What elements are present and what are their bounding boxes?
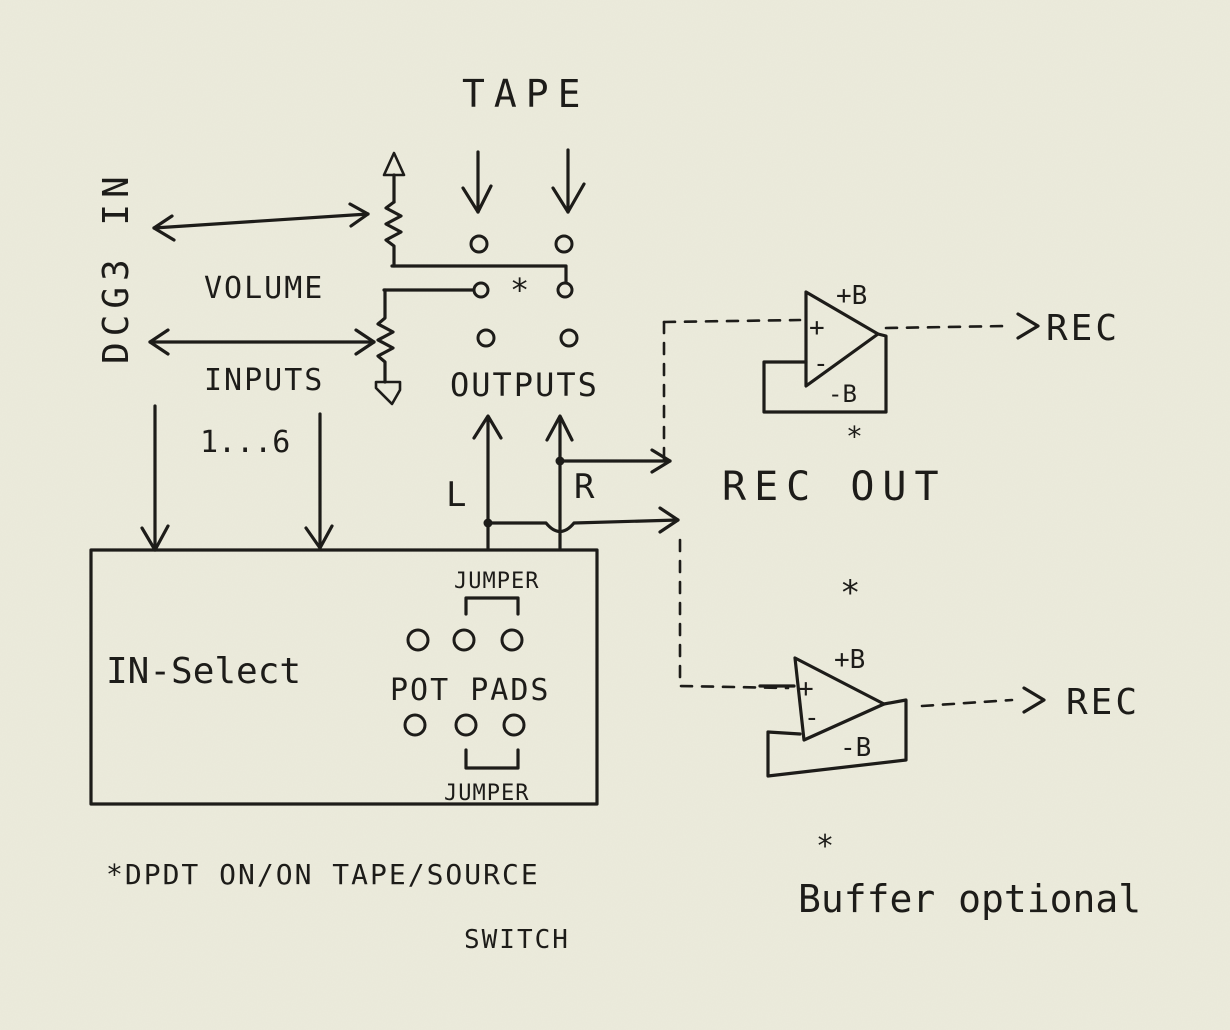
- outputs-label: OUTPUTS: [450, 366, 599, 404]
- pot-pad-top-3: [500, 628, 524, 652]
- note-switch-line1: *DPDT ON/ON TAPE/SOURCE: [106, 858, 540, 891]
- pot-pad-bottom-3: [502, 713, 526, 737]
- pot-pad-bottom-2: [454, 713, 478, 737]
- note-buffer-marker: *: [816, 829, 834, 864]
- buffer-bottom: + - +B -B: [766, 645, 908, 778]
- left-channel-label: L: [446, 475, 466, 515]
- pot-pads-label: POT PADS: [390, 673, 551, 708]
- dashed-feed-top: [662, 318, 802, 324]
- output-arrow-right: [545, 414, 574, 550]
- note-switch-line2: SWITCH: [464, 925, 570, 955]
- jumper-bottom-bracket: [464, 748, 520, 770]
- in-select-box: [89, 548, 599, 806]
- op-amp-bottom-minus-supply: -B: [840, 733, 871, 763]
- op-amp-bottom-minus: -: [804, 703, 820, 733]
- dcg3-in-label: DCG3 IN: [96, 170, 137, 364]
- output-jack-left: [476, 328, 496, 348]
- op-amp-top-plus-supply: +B: [836, 281, 867, 311]
- dashed-rec-out-bottom: [920, 698, 1014, 708]
- supply-triangle-up-icon: [382, 151, 406, 177]
- output-jack-right: [559, 328, 579, 348]
- tape-arrow-left: [461, 150, 493, 214]
- tape-jack-left: [469, 234, 489, 254]
- rec-out-label: REC OUT: [722, 464, 947, 510]
- jumper-top-bracket: [464, 596, 520, 616]
- in-select-label: IN-Select: [106, 651, 301, 692]
- rec-out-right-arrowhead: [650, 448, 672, 474]
- right-channel-label: R: [574, 467, 595, 507]
- tape-jack-right: [554, 234, 574, 254]
- pot-pad-top-2: [452, 628, 476, 652]
- tape-arrow-right: [551, 148, 586, 214]
- rec-top-label: REC: [1046, 308, 1120, 349]
- pot-pad-bottom-1: [403, 713, 427, 737]
- dashed-rec-out-top: [884, 324, 1008, 330]
- rec-top-arrowhead: [1016, 312, 1040, 340]
- op-amp-top-minus-supply: -B: [828, 380, 857, 408]
- dcg3-to-lower-pot-arrow: [148, 328, 376, 356]
- inputs-range-label: 1...6: [200, 425, 290, 460]
- tape-label: TAPE: [462, 72, 590, 116]
- rec-out-left-arrowhead: [658, 506, 680, 534]
- op-amp-top-icon: [804, 290, 880, 388]
- switch-link-top: [390, 264, 568, 284]
- inputs-label: INPUTS: [204, 363, 324, 398]
- volume-label: VOLUME: [204, 271, 324, 306]
- op-amp-top-plus: +: [809, 313, 825, 343]
- op-amp-top-marker: *: [846, 420, 863, 453]
- op-amp-bottom-plus: +: [798, 674, 814, 704]
- dcg3-to-upper-pot-arrow: [152, 202, 370, 242]
- rec-bottom-label: REC: [1066, 682, 1140, 723]
- buffer-marker-middle: *: [840, 573, 860, 613]
- upper-potentiometer: [382, 151, 406, 268]
- note-buffer-optional: Buffer optional: [798, 877, 1141, 921]
- op-amp-bottom-plus-supply: +B: [834, 645, 865, 675]
- rec-bottom-arrowhead: [1022, 686, 1046, 714]
- dashed-feed-bottom: [678, 538, 790, 690]
- buffer-top: + - +B -B *: [762, 281, 888, 453]
- ground-triangle-down-icon: [374, 380, 402, 406]
- op-amp-bottom-icon: [793, 656, 886, 742]
- jumper-bottom-label: JUMPER: [444, 781, 529, 806]
- pot-pad-top-1: [406, 628, 430, 652]
- switch-marker: *: [510, 271, 529, 309]
- op-amp-top-minus: -: [813, 349, 829, 379]
- lower-potentiometer: [374, 288, 402, 406]
- jumper-top-label: JUMPER: [454, 569, 539, 594]
- rec-out-left-line: [486, 518, 680, 534]
- input-arrow-right: [304, 412, 334, 550]
